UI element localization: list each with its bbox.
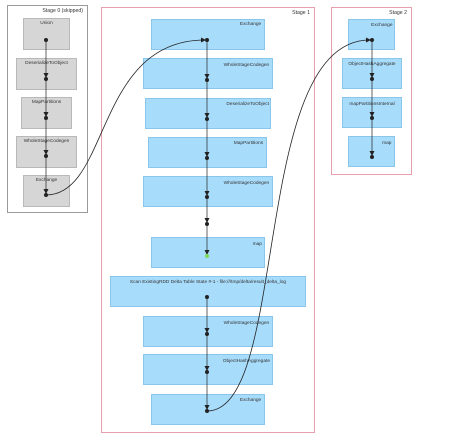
stage-0-node-map-partitions[interactable]: MapPartitions [21,97,72,129]
stage-2-container: Stage 2 [331,7,412,175]
stage-0-junction-dot [44,154,48,158]
stage-1-node-scan-existing-rdd[interactable]: Scan ExistingRDD Delta Table State #-1 -… [110,276,306,307]
stage-1-node-exchange[interactable]: Exchange [151,19,265,50]
node-label: Exchange [239,22,262,27]
stage-2-junction-dot [370,38,374,42]
node-label: MapPartitions [31,100,62,105]
stage-2-node-exchange[interactable]: Exchange [348,19,395,50]
stage-1-junction-dot [205,117,209,121]
stage-1-container: Stage 1 [101,7,315,433]
node-label: DeserializeToObject [25,61,68,66]
cross-stage-edge-1-to-2 [206,37,371,412]
stage-1-junction-dot [205,38,209,42]
stage-1-junction-dot [205,78,209,82]
node-label: ObjectHashAggregate [222,359,270,364]
stage-2-title: Stage 2 [389,10,407,16]
stage-1-junction-dot [205,370,209,374]
stage-2-junction-dot [370,155,374,159]
stage-2-junction-dot [370,77,374,81]
stage-1-junction-dot [205,295,209,299]
stage-0-junction-dot [44,116,48,120]
node-label: Union [40,21,53,26]
stage-0-junction-dot [44,38,48,42]
node-label: Exchange [239,398,262,403]
stage-1-node-whole-stage-codegen-3[interactable]: WholeStageCodegen [143,316,273,347]
cross-stage-edge-0-to-1 [45,37,206,196]
stage-1-junction-dot [205,222,209,226]
stage-0-node-union[interactable]: Union [23,18,70,50]
stage-1-junction-dot [205,332,209,336]
stage-2-junction-dot [370,116,374,120]
node-label: map [382,141,392,146]
node-label: WholeStageCodegen [223,321,270,326]
stage-1-junction-dot [205,254,209,258]
node-label: Exchange [35,178,58,183]
stage-1-node-whole-stage-codegen-1[interactable]: WholeStageCodegen [143,58,273,89]
node-label: Exchange [371,23,393,28]
stage-1-node-map[interactable]: map [151,237,265,268]
node-label: MapPartitions [233,141,264,146]
node-label: DeserializeToObject [226,102,270,107]
node-label: map [252,242,262,247]
stage-0-title: Stage 0 (skipped) [42,8,83,14]
stage-1-junction-dot [205,156,209,160]
node-label: WholeStageCodegen [223,181,270,186]
node-label: Scan ExistingRDD Delta Table State #-1 -… [129,280,287,285]
stage-0-junction-dot [44,77,48,81]
stage-1-title: Stage 1 [292,10,310,16]
stage-1-junction-dot [205,195,209,199]
stage-0-container: Stage 0 (skipped) [7,5,88,213]
node-label: WholeStageCodegen [223,63,270,68]
node-label: WholeStageCodegen [23,139,70,144]
